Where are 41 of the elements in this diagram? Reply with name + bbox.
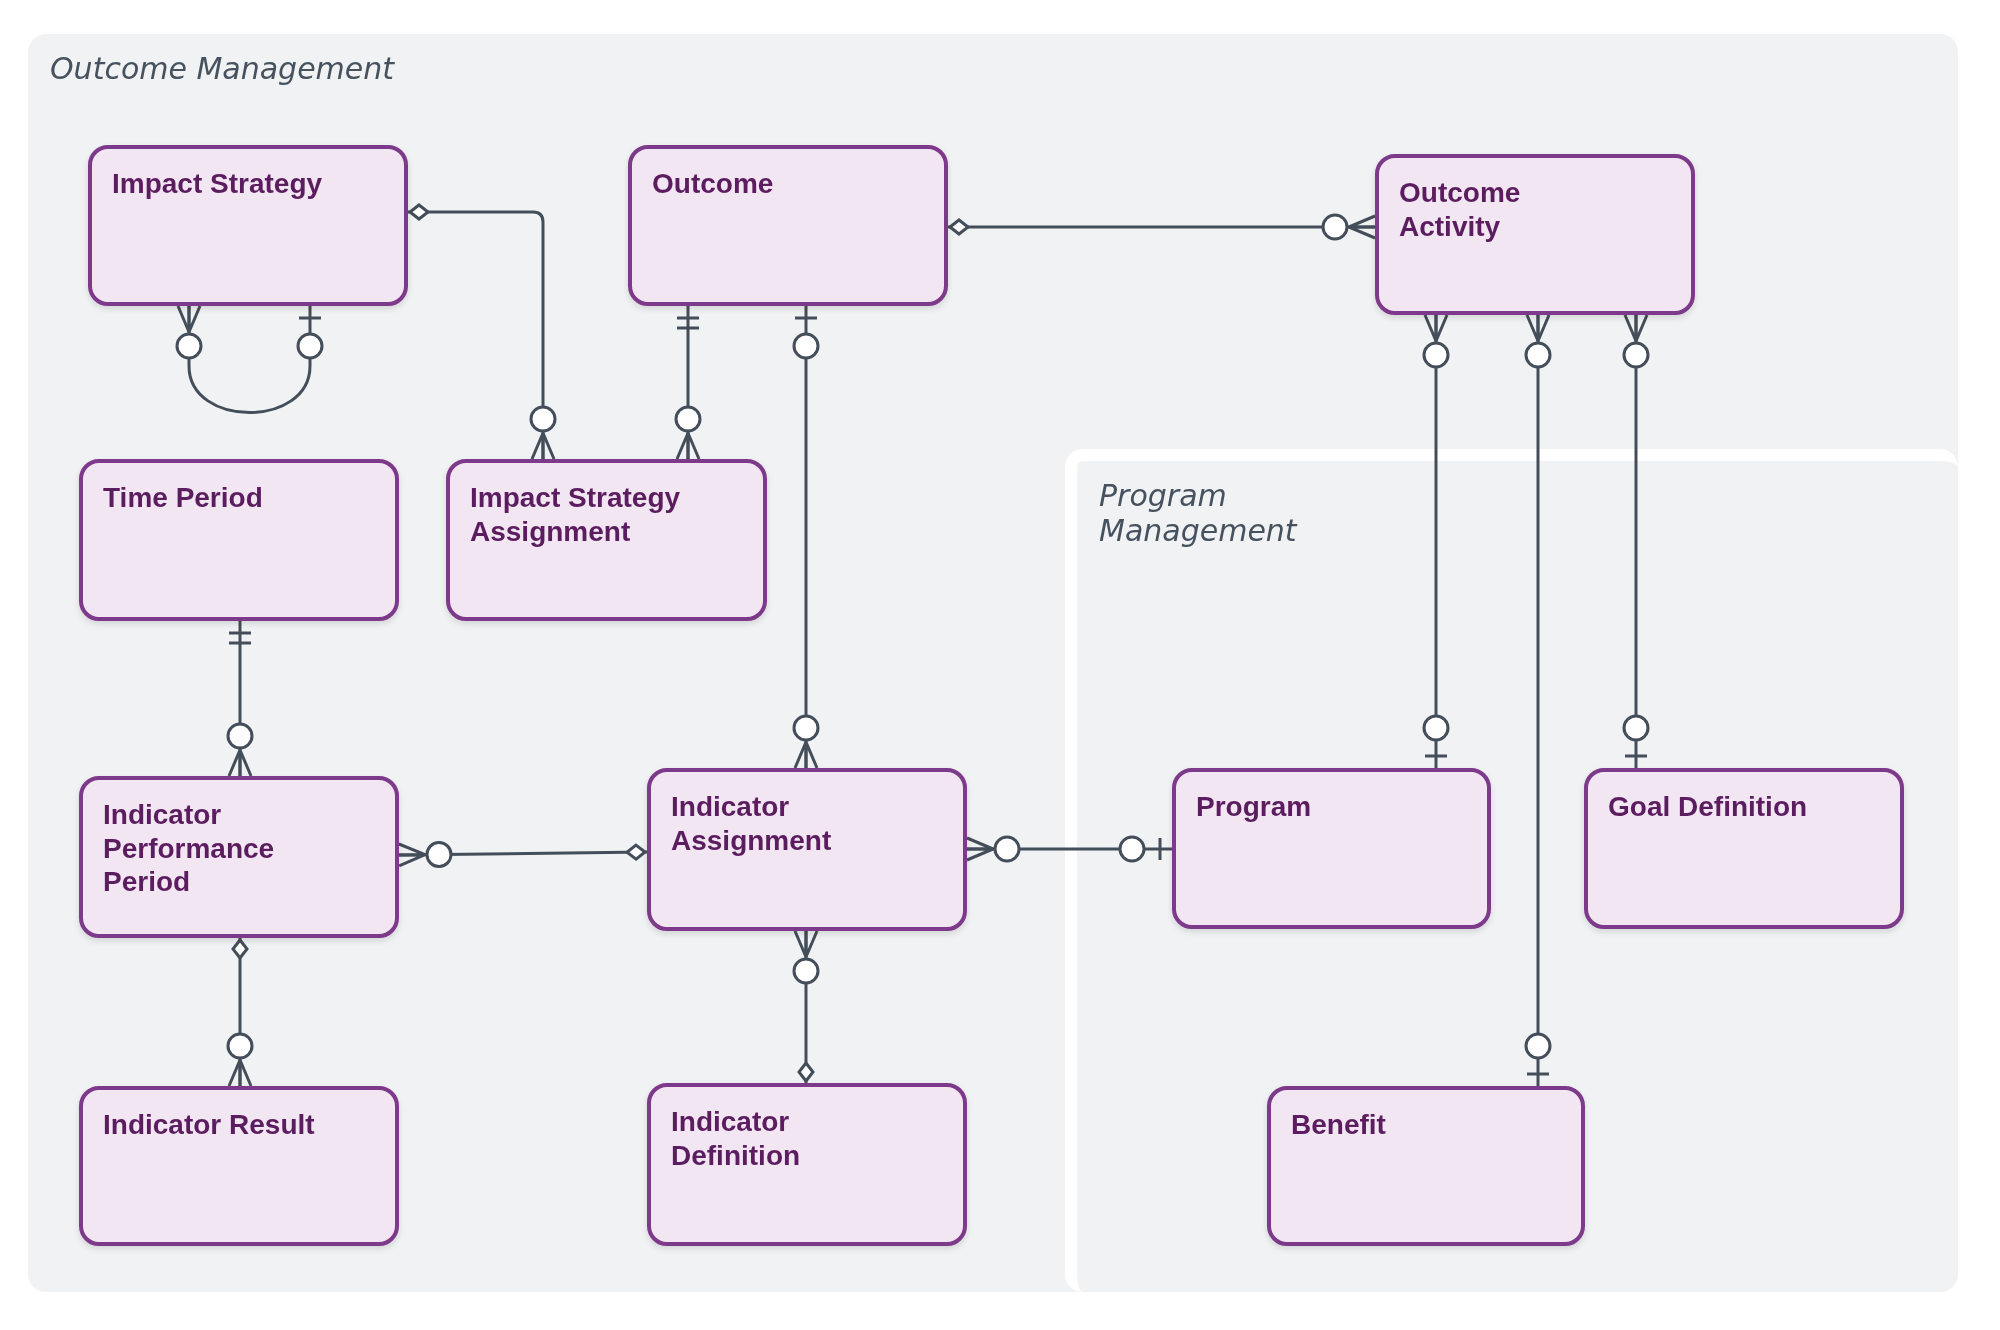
entity-box: [79, 1086, 399, 1246]
entity-box: [79, 776, 399, 938]
entity-name: Goal Definition: [1608, 790, 1809, 824]
entity-box: [647, 768, 967, 931]
entity-name: Indicator Definition: [671, 1105, 802, 1173]
group-panel: [1065, 449, 1958, 1292]
entity-box: [1267, 1086, 1585, 1246]
entity-name: Indicator Assignment: [671, 790, 833, 858]
relationship-line: [408, 203, 557, 461]
relationship-line: [792, 929, 820, 1083]
relationship-line: [397, 841, 648, 868]
relationship-line: [1524, 313, 1552, 1086]
relationship-line: [792, 306, 820, 770]
relationship-line: [175, 304, 324, 414]
relationship-line: [226, 621, 254, 778]
group-panel: [28, 34, 1958, 1292]
entity-name: Benefit: [1291, 1108, 1387, 1142]
entity-name: Time Period: [103, 481, 264, 515]
relationship-line: [226, 938, 254, 1088]
group-title: Program Management: [1099, 479, 1299, 548]
entity-box: [88, 145, 408, 306]
entity-box: [79, 459, 399, 621]
relationship-line: [674, 306, 702, 461]
entity-name: Indicator Result: [103, 1108, 316, 1142]
entity-box: [628, 145, 948, 306]
entity-box: [1375, 154, 1695, 315]
entity-name: Program: [1196, 790, 1313, 824]
relationship-line: [1622, 313, 1650, 768]
group-title: Outcome Management: [50, 52, 395, 87]
relationship-line: [1422, 313, 1450, 768]
entity-box: [1172, 768, 1491, 929]
entity-name: Indicator Performance Period: [103, 798, 276, 899]
relationship-line: [948, 213, 1377, 241]
entity-name: Impact Strategy: [112, 167, 324, 201]
relationship-line: [965, 835, 1172, 863]
entity-box: [1584, 768, 1904, 929]
entity-name: Outcome Activity: [1399, 176, 1522, 244]
entity-name: Impact Strategy Assignment: [470, 481, 682, 549]
entity-name: Outcome: [652, 167, 775, 201]
entity-box: [446, 459, 767, 621]
entity-box: [647, 1083, 967, 1246]
